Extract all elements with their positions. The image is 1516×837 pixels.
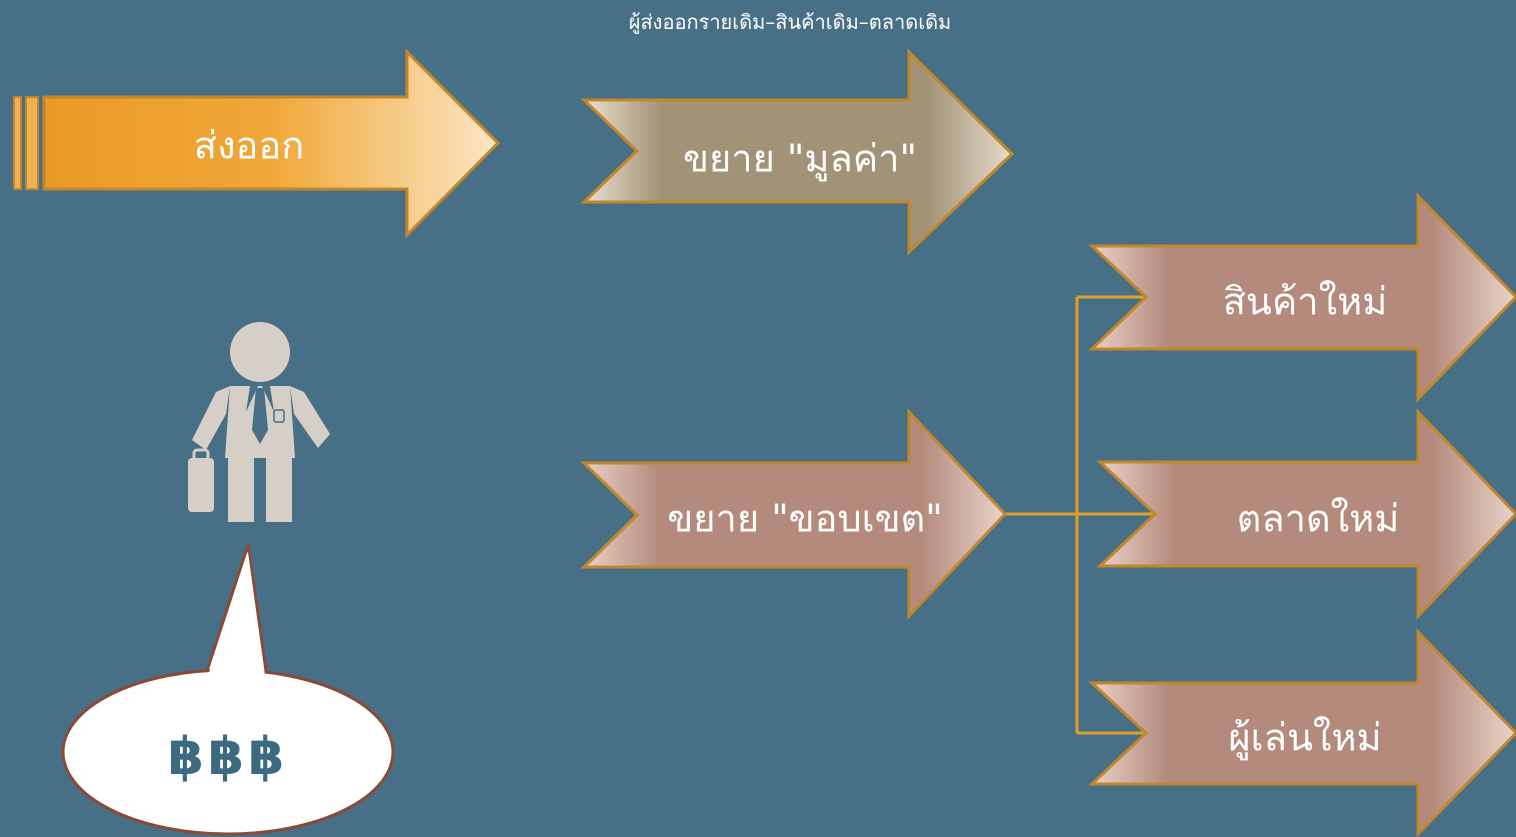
expand-scope-label: ขยาย "ขอบเขต" <box>667 496 943 541</box>
new-markets-arrow <box>1096 408 1516 620</box>
new-markets-label: ตลาดใหม่ <box>1236 496 1400 541</box>
money-symbols: ฿฿฿ <box>167 727 289 787</box>
expand-value-arrow <box>580 48 1015 256</box>
businessman-icon <box>188 322 330 522</box>
diagram-title: ผู้ส่งออกรายเดิม–สินค้าเดิม–ตลาดเดิม <box>628 10 952 34</box>
new-products-label: สินค้าใหม่ <box>1222 279 1388 324</box>
new-players-label: ผู้เล่นใหม่ <box>1228 715 1382 760</box>
export-label: ส่งออก <box>193 123 305 168</box>
connector-lines <box>1005 295 1155 735</box>
expand-value-label: ขยาย "มูลค่า" <box>683 136 917 181</box>
export-arrow <box>13 48 501 239</box>
expand-scope-arrow <box>580 408 1008 620</box>
new-players-arrow <box>1088 628 1516 837</box>
new-products-arrow <box>1088 192 1516 403</box>
speech-bubble <box>61 544 395 836</box>
